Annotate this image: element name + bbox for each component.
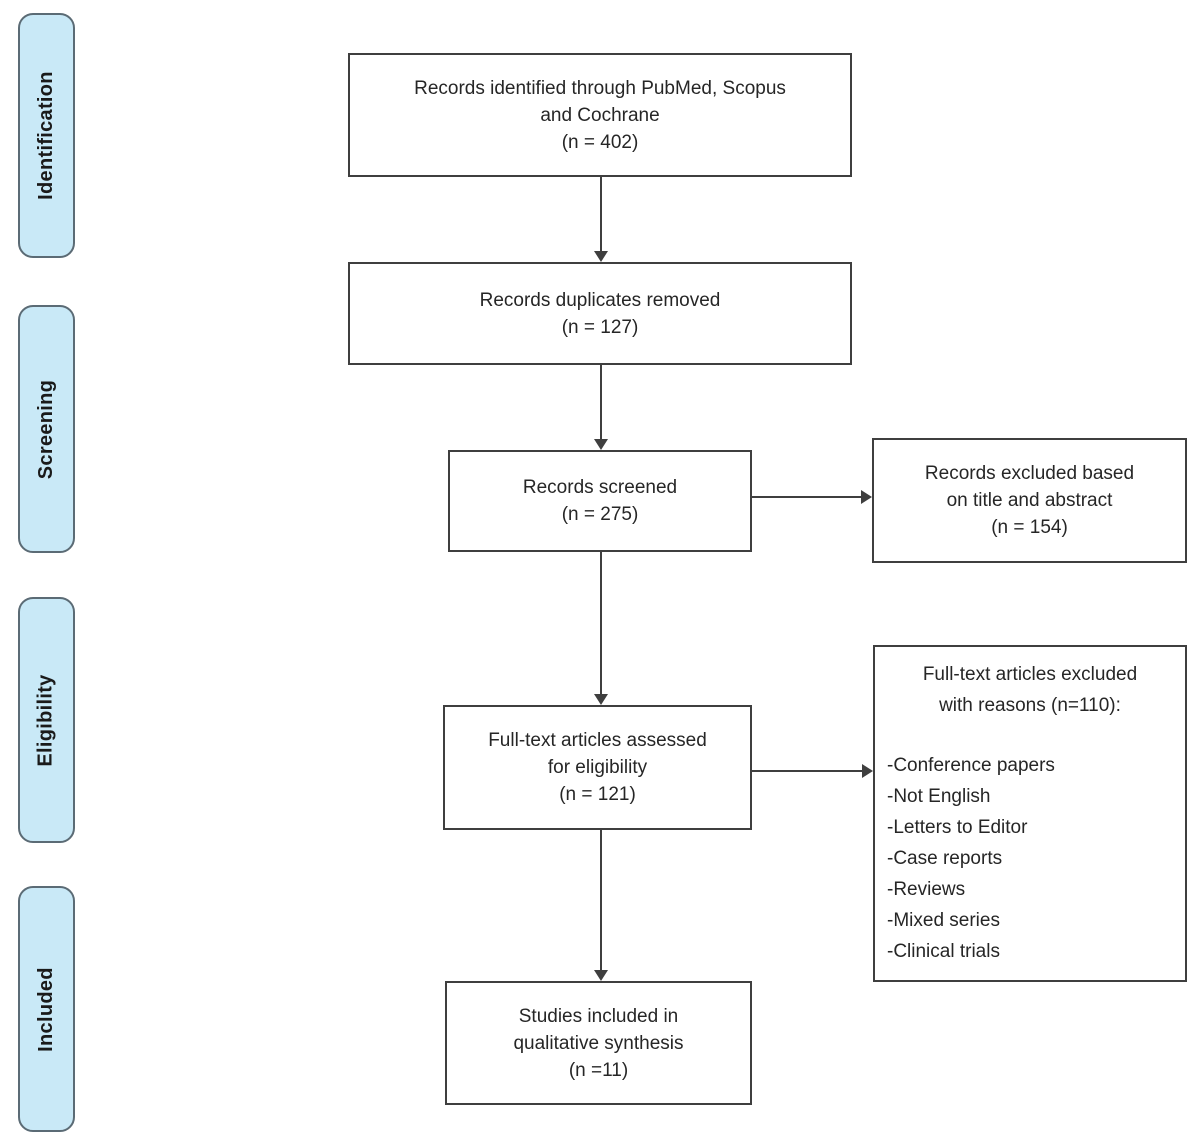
text-line: (n = 121) bbox=[559, 784, 636, 805]
list-item: -Not English bbox=[887, 786, 991, 807]
arrowhead-down-icon bbox=[594, 970, 608, 981]
exclusion-reasons-list: -Conference papers -Not English -Letters… bbox=[887, 750, 1173, 967]
arrow-fulltext-to-excluded bbox=[752, 764, 873, 778]
arrow-duplicates-to-screened bbox=[594, 365, 608, 450]
list-item: -Reviews bbox=[887, 879, 966, 900]
box-records-screened: Records screened (n = 275) bbox=[448, 450, 752, 552]
stage-screening: Screening bbox=[18, 305, 75, 553]
stage-identification: Identification bbox=[18, 13, 75, 258]
text-line: Records excluded based bbox=[924, 463, 1135, 484]
text-line: (n =11) bbox=[568, 1059, 629, 1081]
text-line: (n = 402) bbox=[561, 131, 639, 153]
arrowhead-right-icon bbox=[861, 490, 872, 504]
text-line: Records duplicates removed bbox=[479, 289, 721, 311]
stage-identification-label: Identification bbox=[35, 71, 57, 200]
text-line: Full-text articles assessed bbox=[488, 730, 707, 751]
text-line: Full-text articles excluded bbox=[922, 664, 1138, 685]
arrowhead-down-icon bbox=[594, 251, 608, 262]
box-fulltext-assessed: Full-text articles assessed for eligibil… bbox=[443, 705, 752, 830]
text-line: and Cochrane bbox=[540, 104, 660, 126]
stage-included-label: Included bbox=[35, 966, 58, 1052]
stage-screening-label: Screening bbox=[35, 379, 57, 479]
text-line: Records screened bbox=[522, 477, 678, 498]
text-line: on title and abstract bbox=[946, 490, 1113, 511]
list-item: -Clinical trials bbox=[887, 941, 1000, 962]
list-item: -Mixed series bbox=[887, 910, 1000, 931]
list-item: -Conference papers bbox=[887, 755, 1055, 776]
text-line: for eligibility bbox=[547, 757, 648, 778]
arrow-screened-to-fulltext bbox=[594, 552, 608, 705]
text-line: (n = 275) bbox=[561, 504, 639, 525]
box-records-identified: Records identified through PubMed, Scopu… bbox=[348, 53, 852, 177]
stage-eligibility-label: Eligibility bbox=[35, 673, 58, 767]
text-line: (n = 154) bbox=[991, 517, 1068, 538]
box-duplicates-removed: Records duplicates removed (n = 127) bbox=[348, 262, 852, 365]
text-line: with reasons (n=110): bbox=[939, 695, 1121, 716]
box-studies-included: Studies included in qualitative synthesi… bbox=[445, 981, 752, 1105]
arrowhead-down-icon bbox=[594, 439, 608, 450]
arrow-identified-to-duplicates bbox=[594, 177, 608, 262]
stage-included: Included bbox=[18, 886, 75, 1132]
list-item: -Letters to Editor bbox=[887, 817, 1028, 838]
list-item: -Case reports bbox=[887, 848, 1003, 869]
stage-eligibility: Eligibility bbox=[18, 597, 75, 843]
text-line: Records identified through PubMed, Scopu… bbox=[414, 77, 786, 99]
arrowhead-right-icon bbox=[862, 764, 873, 778]
box-records-excluded: Records excluded based on title and abst… bbox=[872, 438, 1187, 563]
text-line: Studies included in bbox=[518, 1005, 679, 1027]
box-fulltext-excluded: Full-text articles excluded with reasons… bbox=[873, 645, 1187, 982]
arrow-screened-to-excluded bbox=[752, 490, 872, 504]
arrowhead-down-icon bbox=[594, 694, 608, 705]
text-line: (n = 127) bbox=[561, 316, 639, 338]
text-line: qualitative synthesis bbox=[513, 1032, 684, 1054]
arrow-fulltext-to-included bbox=[594, 830, 608, 981]
